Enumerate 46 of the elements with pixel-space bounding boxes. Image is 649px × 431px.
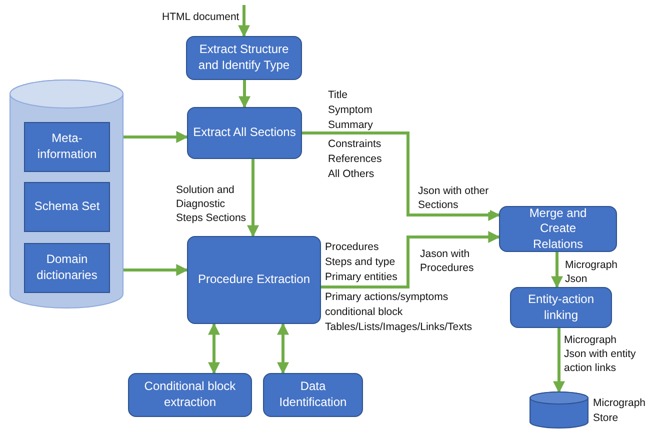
box-label: Extract All Sections [193,125,296,141]
arrow [123,131,188,143]
document-box [24,243,110,293]
box-label: Data Identification [278,379,348,411]
section-item: Symptom [328,103,372,118]
box-label: Merge and Create Relations [528,206,588,252]
section-item: Summary [328,118,373,133]
arrow [553,328,565,394]
document-box [24,122,110,172]
arrow [277,322,289,374]
arrow [302,132,500,221]
section-item: conditional block [325,305,403,320]
edge-label: Json with other Sections [418,184,490,212]
section-item: Primary entities [325,270,398,285]
box-label: Entity-action linking [526,292,596,324]
box-label: Conditional block extraction [143,379,237,411]
process-box [499,206,617,252]
arrow [238,5,250,38]
arrow [321,231,500,288]
edge-label: Solution and Diagnostic Steps Sections [176,183,248,225]
section-item: Primary actions/symptoms [325,290,448,305]
section-item: References [328,152,382,167]
process-box [510,287,612,328]
box-label: Schema Set [34,199,100,215]
section-item: Procedures [325,240,379,255]
section-item: Steps and type [325,255,396,270]
box-label: Extract Structure and Identify Type [197,42,291,74]
process-box [187,236,321,324]
box-label: Domain dictionaries [36,252,98,284]
arrow [238,80,250,108]
section-item: All Others [328,167,374,182]
process-box [187,107,302,159]
process-box [128,373,252,417]
arrow [551,252,563,288]
box-label: Meta-information [36,131,98,163]
section-item: Title [328,88,348,103]
arrow [123,264,188,276]
arrow [208,322,220,374]
node-caption: Micrograph Store [593,396,647,426]
box-label: Procedure Extraction [198,272,310,288]
section-item: Tables/Lists/Images/Links/Texts [325,320,472,335]
process-box [263,373,363,417]
document-box [24,182,110,232]
section-item: Constraints [328,137,382,152]
arrow [247,159,259,238]
process-box [186,36,302,80]
